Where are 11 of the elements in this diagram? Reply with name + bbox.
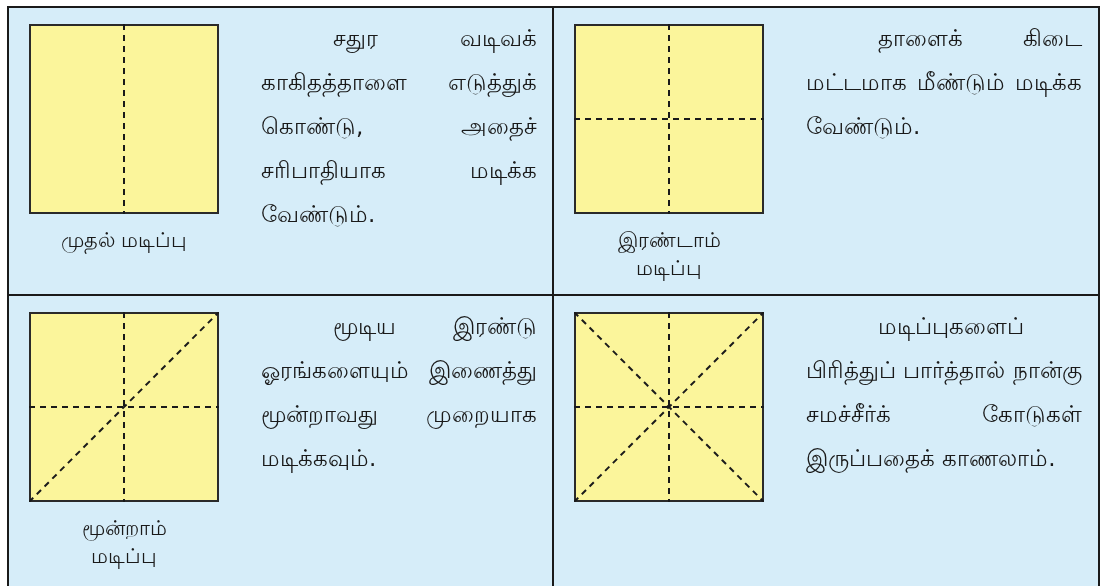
- instruction-text: மூடிய இரண்டு ஓரங்களையும் இணைத்து மூன்றாவது முறையாக மடிக்கவும்.: [261, 312, 537, 475]
- instruction-text: தாளைக் கிடை மட்டமாக மீண்டும் மடிக்க வேண்டும்.: [806, 24, 1082, 141]
- instruction-text: சதுர வடிவக் காகிதத்தாளை எடுத்துக் கொண்டு, அதைச் சரிபாதியாக மடிக்க வேண்டும்.: [261, 24, 537, 229]
- step-panel: [552, 294, 1100, 586]
- instruction-text: மடிப்புகளைப் பிரித்துப் பார்த்தால் நான்கு சமச்சீர்க் கோடுகள் இருப்பதைக் காணலாம்.: [806, 312, 1082, 475]
- node-label: இரண்டாம் மடிப்பு: [616, 227, 722, 282]
- node-label: முதல் மடிப்பு: [59, 227, 189, 254]
- step-panel: [7, 294, 554, 586]
- node-label: மூன்றாம் மடிப்பு: [80, 515, 168, 570]
- step-panel: [7, 6, 554, 296]
- step-panel: [552, 6, 1100, 296]
